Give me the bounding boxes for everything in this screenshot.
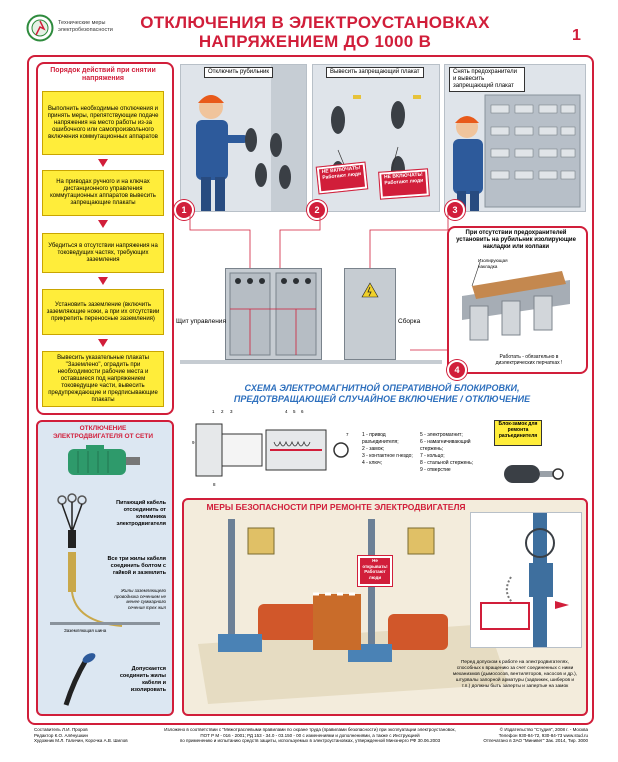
footer-line: по применению и испытанию средств защиты… [179, 738, 441, 743]
procedure-step-3: Убедиться в отсутствии напряжения на ток… [42, 233, 164, 273]
assembly-label: Сборка [398, 318, 421, 325]
valve-warning-sign: Не открывать! Работают люди [357, 555, 393, 587]
worker-switch-illustration [196, 65, 306, 211]
warning-triangle-icon [361, 282, 379, 298]
legend-item: 2 - замок; [362, 446, 385, 452]
main-frame [27, 55, 594, 725]
locked-valve-illustration [480, 513, 569, 647]
safety-logo-icon [26, 14, 54, 42]
step-number-1: 1 [174, 200, 194, 220]
arrow-down-icon [98, 339, 108, 347]
scene2-caption: Вывесить запрещающий плакат [326, 67, 424, 78]
legend-item: 8 - стальной стержень; [420, 460, 474, 466]
footer-line: Редактор К.О. Алёнушкин [34, 732, 88, 738]
footer-line: © Издательство "Студия", 2008 г. - Москв… [499, 727, 588, 732]
insulating-cover-illustration [462, 261, 570, 341]
arrow-down-icon [98, 159, 108, 167]
motor-step-2: Все три жилы кабеля соединить болтом с г… [107, 556, 166, 576]
cable-lugs-icon [57, 493, 87, 548]
warning-sign: НЕ ВКЛЮЧАТЬ! Работают люди [378, 168, 430, 200]
scheme-num-3: 3 [230, 409, 233, 414]
scheme-num-5: 5 [293, 409, 296, 414]
legend-item: 6 - намагничивающий стержень; [420, 439, 471, 452]
scheme-num-4: 4 [285, 409, 288, 414]
cabinet-illustration [229, 272, 317, 356]
scene4-note: Работать - обязательно в диэлектрических… [495, 354, 563, 366]
step-number-3: 3 [445, 200, 465, 220]
pump-room-illustration [198, 519, 508, 704]
scheme-legend-right: 5 - электромагнит; 6 - намагничивающий с… [420, 432, 480, 474]
footer-line: Изложено в соответствии с "Межотраслевым… [164, 727, 456, 732]
legend-item: 4 - ключ; [362, 460, 383, 466]
procedure-title: Порядок действий при снятии напряжения [50, 67, 156, 82]
procedure-step-1: Выполнить необходимые отключения и приня… [42, 91, 164, 155]
lock-label: Блок-замок для ремонта разъединителя [494, 420, 542, 446]
footer-line: Телефон 930-84-72, 930-84-73 www.stud.ru [498, 732, 588, 738]
interlock-diagram [195, 423, 349, 477]
step-number-2: 2 [307, 200, 327, 220]
scheme-num-8: 8 [213, 482, 216, 487]
scheme-title-line1: СХЕМА ЭЛЕКТРОМАГНИТНОЙ ОПЕРАТИВНОЙ БЛОКИ… [244, 383, 520, 393]
step-number-4: 4 [447, 360, 467, 380]
scheme-num-7: 7 [346, 432, 349, 437]
warning-sign: НЕ ВКЛЮЧАТЬ! Работают люди [315, 161, 369, 195]
assembly-cabinet [344, 268, 396, 360]
scheme-title-line2: ПРЕДОТВРАЩАЮЩЕЙ СЛУЧАЙНОЕ ВКЛЮЧЕНИЕ / ОТ… [233, 394, 531, 404]
scene1-caption: Отключить рубильник [204, 67, 274, 78]
safety-title: МЕРЫ БЕЗОПАСНОСТИ ПРИ РЕМОНТЕ ЭЛЕКТРОДВИ… [206, 502, 466, 512]
cabinet-label: Щит управления [176, 318, 226, 325]
arrow-down-icon [98, 277, 108, 285]
scheme-num-2: 2 [221, 409, 224, 414]
motor-note-2: Жилы заземляющего проводника сечением не… [114, 588, 166, 610]
procedure-step-4: Установить заземление (включить заземляю… [42, 289, 164, 335]
footer-line: Составитель Л.И. Проров [34, 727, 88, 732]
scheme-num-1: 1 [212, 409, 215, 414]
legend-item: 5 - электромагнит; [420, 432, 463, 438]
safety-note: Перед допуском к работе на электродвигат… [452, 660, 578, 689]
logo-caption: Технические меры электробезопасности [58, 20, 113, 33]
floor-line [180, 360, 442, 364]
legend-item: 7 - кольцо; [420, 453, 445, 459]
footer-line: ПОТ Р М - 016 - 2001; РД 153 - 34.0 - 03… [200, 732, 420, 738]
scene-switch-off [180, 64, 307, 212]
legend-item: 9 - отверстие [420, 467, 451, 473]
legend-item: 3 - контактное гнездо; [362, 453, 413, 459]
fuse-panel-illustration [453, 94, 581, 211]
procedure-step-2: На приводах ручного и на ключах дистанци… [42, 170, 164, 216]
footer-line: Отпечатано в ЗАО "Минивет" Зак. 2014, Ти… [483, 738, 588, 743]
motor-disconnect-title: ОТКЛЮЧЕНИЕ ЭЛЕКТРОДВИГАТЕЛЯ ОТ СЕТИ [52, 425, 154, 440]
procedure-step-5: Вывесить указательные плакаты "Заземлено… [42, 351, 164, 407]
motor-icon [68, 445, 140, 475]
footer-publisher: © Издательство "Студия", 2008 г. - Москв… [478, 727, 588, 744]
arrow-down-icon [98, 220, 108, 228]
scene4-label: Изолирующая накладка [478, 258, 508, 269]
footer-line: Художник М.Л. Галичин, Корочка А.В. Шило… [34, 738, 128, 743]
scene4-caption: При отсутствии предохранителей установит… [456, 230, 576, 250]
motor-step-3: Допускается соединить жилы кабеля и изол… [119, 666, 166, 693]
valve-detail [470, 512, 582, 648]
connector-lines [189, 210, 449, 351]
logo [26, 14, 54, 42]
footer-regulation: Изложено в соответствии с "Межотраслевым… [150, 727, 470, 744]
ground-bus-label: Заземляющая шина [64, 628, 107, 633]
control-cabinet [225, 268, 322, 360]
legend-item: 1 - привод разъединителя; [362, 432, 399, 445]
insulated-cable-icon [63, 653, 96, 706]
page-title-line1: ОТКЛЮЧЕНИЯ В ЭЛЕКТРОУСТАНОВКАХ [140, 13, 490, 32]
key-lock-icon [504, 465, 564, 483]
scheme-legend-left: 1 - привод разъединителя; 2 - замок; 3 -… [362, 432, 418, 467]
motor-step-1: Питающий кабель отсоединить от клеммника… [116, 500, 166, 527]
scene3-caption: Снять предохранители и вывесить запрещаю… [449, 67, 525, 92]
footer-credits: Составитель Л.И. Проров Редактор К.О. Ал… [34, 727, 154, 744]
scheme-num-9: 9 [192, 440, 195, 445]
page-title-line2: НАПРЯЖЕНИЕМ ДО 1000 В [198, 32, 432, 51]
page-number: 1 [572, 27, 581, 44]
ground-bus [50, 622, 160, 625]
scheme-num-6: 6 [301, 409, 304, 414]
